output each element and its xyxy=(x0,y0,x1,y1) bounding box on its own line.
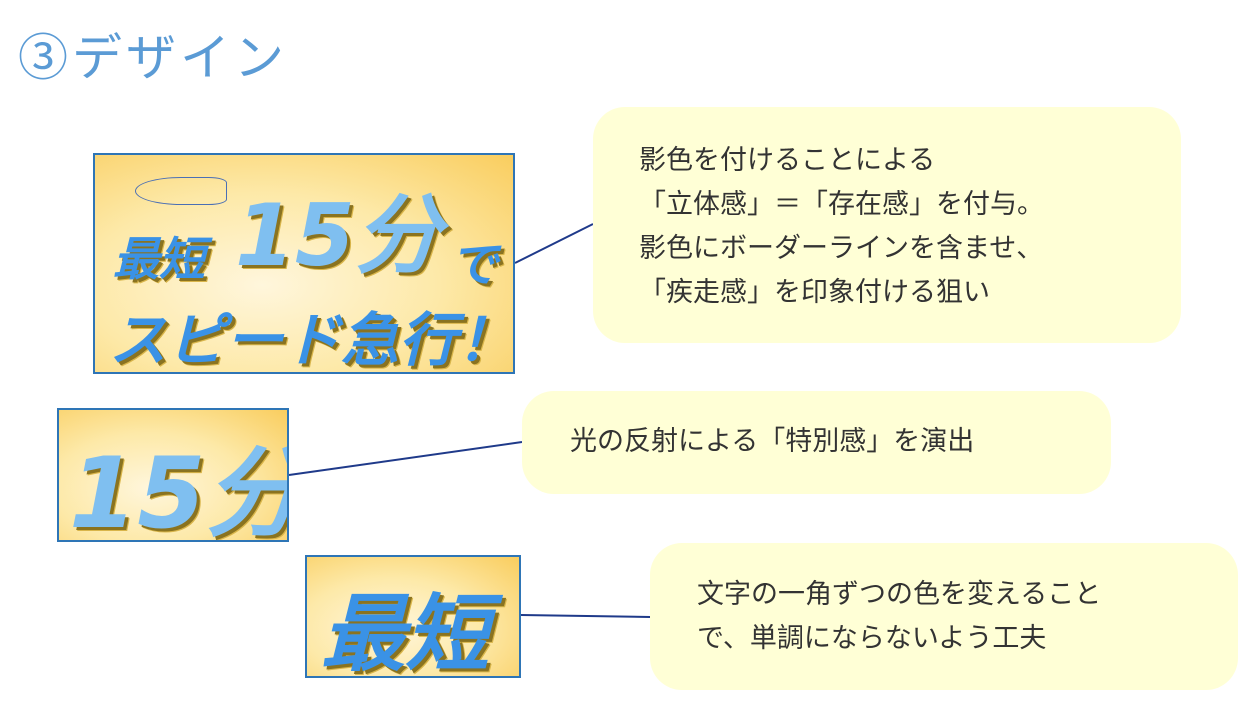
note-line: 光の反射による「特別感」を演出 xyxy=(570,426,975,457)
note-line: 影色を付けることによる xyxy=(639,145,936,176)
pliers-icon xyxy=(135,177,227,205)
note-line: 影色にボーダーラインを含ませ、 xyxy=(639,233,1044,264)
connector-1 xyxy=(514,223,594,264)
connector-3 xyxy=(520,614,651,618)
note-bubble-3: 文字の一角ずつの色を変えること で、単調にならないよう工夫 xyxy=(650,543,1238,690)
banner-text-de: で xyxy=(450,237,499,293)
note-bubble-1: 影色を付けることによる 「立体感」＝「存在感」を付与。 影色にボーダーラインを含… xyxy=(593,107,1181,343)
banner-image: 最短 15分 で スピード急行！ xyxy=(93,153,515,374)
note-bubble-2: 光の反射による「特別感」を演出 xyxy=(522,391,1111,494)
banner-text-speed: スピード急行！ xyxy=(109,306,515,374)
note-line: で、単調にならないよう工夫 xyxy=(697,623,1047,654)
note-line: 「疾走感」を印象付ける狙い xyxy=(639,277,990,308)
word-text: 最短 xyxy=(321,585,490,678)
note-line: 文字の一角ずつの色を変えること xyxy=(697,579,1102,610)
number-image: 15分 xyxy=(57,408,289,542)
banner-text-15fun: 15分 xyxy=(235,186,441,286)
slide-title: ③デザイン xyxy=(18,29,288,87)
word-image: 最短 xyxy=(305,555,521,678)
connector-2 xyxy=(288,441,523,476)
banner-text-saitan: 最短 xyxy=(113,232,205,286)
number-text: 15分 xyxy=(69,437,289,542)
note-line: 「立体感」＝「存在感」を付与。 xyxy=(639,189,1044,220)
